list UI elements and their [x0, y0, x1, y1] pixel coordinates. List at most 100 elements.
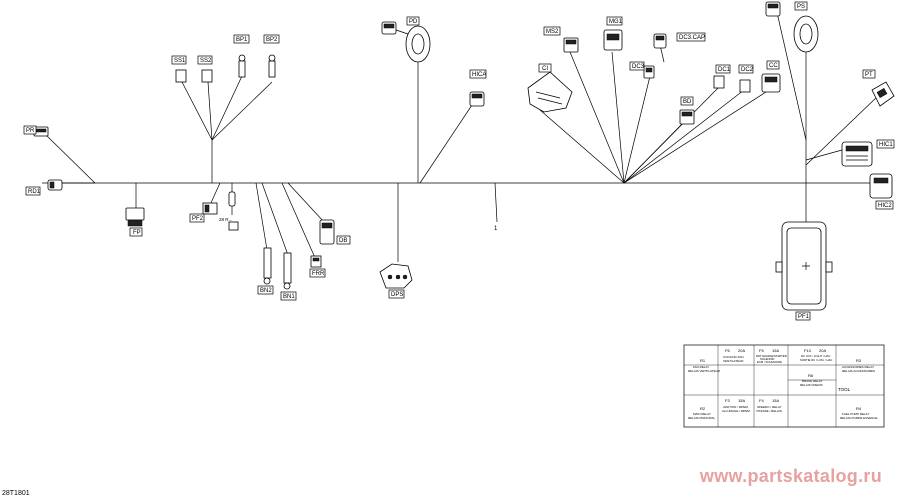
wire-bn1	[261, 182, 289, 256]
r6-text1: BRAKE RELAY	[802, 379, 823, 383]
svg-text:BD: BD	[683, 99, 692, 105]
bp2-terminal	[268, 54, 276, 78]
pf2-connector	[202, 202, 218, 215]
f5-text1: DDT ENGINE/STARTER	[756, 354, 787, 358]
label-pf1: PF1	[795, 311, 811, 321]
svg-text:SS1: SS1	[174, 58, 186, 64]
svg-text:PR: PR	[26, 128, 35, 134]
svg-text:HICA: HICA	[472, 72, 486, 78]
hic1-connector	[841, 141, 873, 167]
ss2-connector	[201, 69, 213, 83]
ps-sensor	[765, 1, 819, 53]
svg-text:CI: CI	[542, 66, 548, 72]
svg-text:DB: DB	[339, 238, 347, 244]
ci-connector	[527, 71, 573, 113]
ms2-connector	[563, 37, 579, 53]
svg-text:BN1: BN1	[283, 294, 295, 300]
f13-text1: DC OUT / LIGHT / HAC	[801, 354, 830, 358]
tool-label: TOOL	[838, 387, 851, 392]
rd1-connector	[47, 179, 63, 191]
label-frr: FRR	[309, 268, 326, 278]
label-pd: PD	[406, 16, 420, 26]
fuse-relay-table: R1 FAN RELAY RELAIS VENTILATEUR F6 20A C…	[683, 344, 885, 428]
wire-ps-left	[775, 7, 807, 141]
label-bp1: BP1	[233, 34, 250, 44]
wire-pr	[45, 134, 96, 184]
f3-code: F3	[725, 398, 730, 403]
svg-text:RD1: RD1	[28, 189, 41, 195]
label-pt: PT	[862, 69, 876, 79]
svg-text:PD: PD	[409, 19, 418, 25]
inline-fuse	[228, 191, 239, 231]
r2-text2: RELAIS PRINCIPAL	[688, 416, 715, 420]
r6-text2: RELAIS FREINS	[800, 383, 823, 387]
svg-text:DC2: DC2	[741, 67, 754, 73]
svg-text:PF2: PF2	[192, 216, 204, 222]
f5-amp: 15A	[772, 348, 779, 353]
svg-text:FP: FP	[133, 230, 141, 236]
dps-connector	[379, 263, 413, 289]
bd-connector	[679, 109, 695, 125]
wire-bn2	[255, 182, 268, 251]
part-number: 1	[494, 226, 498, 232]
ss1-connector	[175, 69, 187, 83]
r2-code: R2	[700, 406, 706, 411]
document-number: 28T1801	[2, 490, 30, 497]
part-leader	[494, 182, 498, 223]
f13-amp: 20A	[819, 348, 826, 353]
svg-text:HIC1: HIC1	[879, 142, 893, 148]
label-pf2: PF2	[189, 213, 205, 223]
svg-text:MG1: MG1	[609, 19, 623, 25]
svg-text:DC3: DC3	[632, 64, 645, 70]
label-bn2: BN2	[257, 285, 274, 295]
label-dc3cap: DC3.CAP	[676, 32, 706, 42]
dc3cap-connector	[653, 33, 667, 49]
label-dps: DPS	[388, 289, 405, 299]
label-bp2: BP2	[263, 34, 280, 44]
label-pr: PR	[23, 125, 37, 135]
label-ss2: SS2	[197, 55, 213, 65]
svg-text:SS2: SS2	[200, 58, 212, 64]
pd-solenoid	[381, 21, 431, 63]
r3-code: R3	[856, 358, 862, 363]
label-ci: CI	[538, 63, 552, 73]
dc2-connector	[739, 79, 751, 93]
wire-ss1	[181, 81, 213, 141]
wire-ss2	[207, 81, 213, 141]
label-dc2: DC2	[738, 64, 754, 74]
svg-text:DPS: DPS	[391, 292, 403, 298]
r2-text1: MAIN RELAY	[693, 412, 711, 416]
svg-text:PF1: PF1	[798, 314, 810, 320]
wire-cc	[623, 91, 767, 184]
wire-dc2	[623, 89, 745, 184]
r1-code: R1	[700, 358, 706, 363]
pf1-fusebox	[775, 221, 833, 311]
r4-text2: RELAIS POMPE ESSENCE	[840, 416, 878, 420]
mg1-connector	[603, 29, 623, 51]
wire-pt	[805, 95, 879, 166]
f6-amp: 20A	[738, 348, 745, 353]
wire-frr	[281, 182, 317, 261]
svg-text:DC1: DC1	[718, 67, 731, 73]
f4-code: F4	[759, 398, 764, 403]
watermark-text: www.partskatalog.ru	[699, 466, 882, 486]
f6-text2: VENTILATEUR	[723, 359, 744, 363]
label-hica: HICA	[469, 69, 487, 79]
r1-text2: RELAIS VENTILATEUR	[688, 369, 721, 373]
fuse-tag: 28 R...	[219, 217, 232, 222]
wire-ms2	[569, 51, 625, 184]
svg-text:CC: CC	[769, 63, 778, 69]
wire-mg1	[611, 51, 625, 184]
label-cc: CC	[766, 60, 780, 70]
wire-hica	[419, 101, 475, 184]
label-fp: FP	[129, 227, 143, 237]
f3-text1: IGNITION / MPEM	[723, 405, 748, 409]
f6-text1: COOLING FAN	[723, 355, 744, 359]
wire-bp1	[211, 75, 243, 141]
f4-amp: 15A	[772, 398, 779, 403]
svg-text:MS2: MS2	[546, 29, 559, 35]
hica-connector	[469, 91, 485, 107]
wire-db	[287, 182, 325, 223]
svg-text:FRR: FRR	[312, 271, 325, 277]
